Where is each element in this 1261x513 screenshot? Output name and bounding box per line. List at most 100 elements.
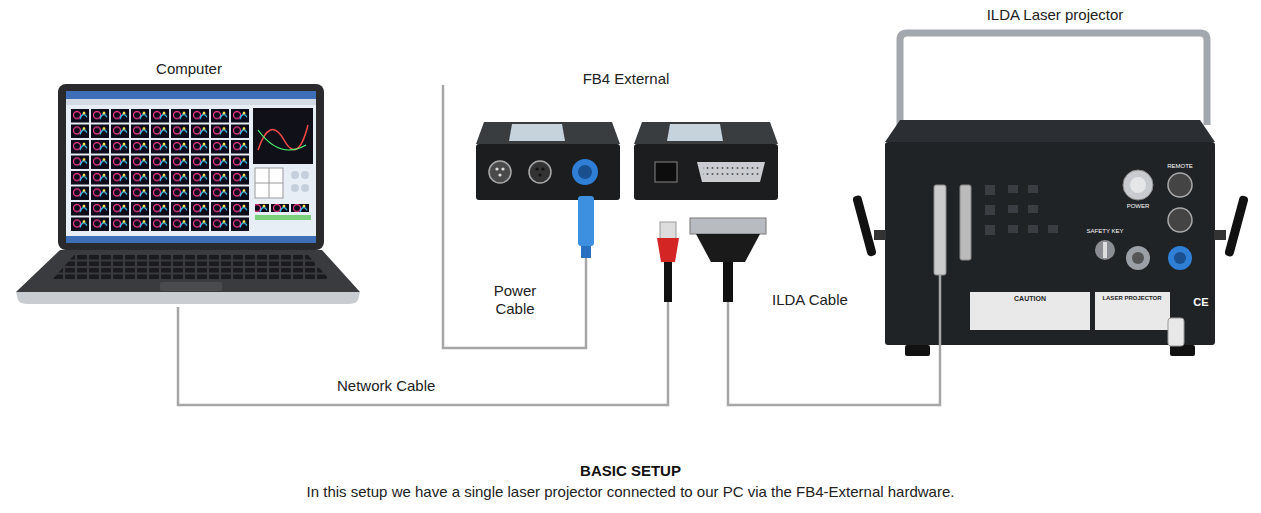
cable-connector bbox=[178, 302, 668, 405]
laser-projector-part bbox=[900, 33, 1207, 125]
laser-projector bbox=[852, 33, 1249, 360]
laptop-part bbox=[301, 171, 309, 179]
laptop bbox=[16, 84, 360, 304]
fb4-box-power-part bbox=[489, 161, 511, 183]
laptop-part bbox=[16, 250, 360, 292]
panel-label: REMOTE bbox=[1162, 163, 1198, 170]
laser-projector-part bbox=[874, 230, 886, 240]
laptop-part bbox=[16, 292, 360, 304]
cable-label: Network Cable bbox=[335, 377, 437, 395]
fb4-box-network-part bbox=[690, 218, 766, 234]
laser-projector-part bbox=[985, 225, 995, 235]
fb4-box-power-part bbox=[578, 196, 594, 246]
laser-projector-part bbox=[1028, 185, 1038, 193]
laptop-part bbox=[70, 108, 250, 232]
fb4-box-power-part bbox=[476, 144, 620, 200]
laser-projector-part bbox=[1168, 208, 1192, 232]
laptop-part bbox=[66, 91, 316, 99]
fb4-box-network bbox=[634, 122, 778, 302]
laptop-part bbox=[66, 99, 316, 105]
diagram-title: BASIC SETUP bbox=[0, 462, 1261, 480]
laptop-part bbox=[291, 184, 299, 192]
laptop-part bbox=[58, 84, 324, 250]
laser-projector-part bbox=[1028, 225, 1038, 233]
laser-projector-part bbox=[905, 345, 930, 356]
panel-label: POWER bbox=[1121, 203, 1155, 210]
laptop-part bbox=[291, 171, 299, 179]
laser-projector-part bbox=[1008, 185, 1018, 193]
laser-projector-part bbox=[1168, 246, 1192, 270]
fb4-box-power-part bbox=[572, 159, 598, 185]
fb4-box-power-part bbox=[498, 173, 501, 176]
fb4-box-power-part bbox=[501, 167, 504, 170]
fb4-box-power-part bbox=[495, 167, 498, 170]
diagram-caption: In this setup we have a single laser pro… bbox=[0, 483, 1261, 501]
laser-projector-part bbox=[939, 275, 942, 360]
laptop-part bbox=[66, 91, 316, 243]
laptop-part bbox=[160, 282, 222, 291]
laser-projector-part bbox=[985, 185, 995, 195]
fb4-box-network-part bbox=[660, 222, 676, 240]
ce-mark: CE bbox=[1190, 296, 1212, 308]
warning-label: CAUTION bbox=[1000, 295, 1060, 303]
laser-projector-part bbox=[1214, 230, 1226, 240]
laser-projector-part bbox=[1028, 205, 1038, 213]
fb4-box-power-part bbox=[535, 167, 538, 170]
laptop-part bbox=[255, 183, 283, 184]
laptop-part bbox=[301, 184, 309, 192]
laptop-part bbox=[255, 215, 311, 220]
laptop-part bbox=[255, 204, 311, 212]
laser-projector-part bbox=[934, 185, 946, 275]
rating-label: LASER PROJECTOR bbox=[1097, 295, 1167, 302]
fb4-box-network-part bbox=[657, 238, 679, 262]
laser-projector-part bbox=[985, 205, 995, 215]
fb4-box-power-part bbox=[538, 173, 541, 176]
panel-label: SAFETY KEY bbox=[1080, 228, 1130, 235]
fb4-box-power bbox=[476, 122, 620, 258]
laser-projector-part bbox=[1048, 225, 1058, 233]
interface-node: FB4 External bbox=[470, 70, 782, 302]
fb4-box-network-part bbox=[723, 262, 733, 302]
fb4-box-network-part bbox=[634, 122, 778, 144]
laptop-part bbox=[66, 236, 316, 243]
fb4-box-power-part bbox=[529, 161, 551, 183]
laser-projector-part bbox=[885, 120, 1215, 142]
laser-projector-part bbox=[1168, 318, 1184, 346]
cable-connector bbox=[728, 302, 940, 405]
fb4-box-power-part bbox=[476, 122, 620, 144]
fb4-box-power-part bbox=[578, 165, 592, 179]
laser-projector-part bbox=[1095, 292, 1170, 330]
node-label: FB4 External bbox=[470, 70, 782, 88]
laser-projector-part bbox=[960, 185, 971, 260]
laser-projector-part bbox=[1174, 252, 1186, 264]
node-label: Computer bbox=[18, 60, 360, 78]
cable-label: Power Cable bbox=[483, 282, 547, 318]
laser-projector-part bbox=[1103, 242, 1107, 258]
laser-projector-part bbox=[1095, 240, 1115, 260]
laptop-part bbox=[52, 254, 330, 280]
laser-projector-part bbox=[885, 142, 1215, 345]
laptop-part bbox=[255, 168, 283, 198]
fb4-box-network-part bbox=[634, 144, 778, 200]
laptop-part bbox=[253, 108, 313, 164]
laser-projector-part bbox=[1168, 173, 1192, 197]
fb4-box-network-part bbox=[655, 162, 677, 182]
fb4-box-network-part bbox=[697, 162, 765, 182]
laser-projector-part bbox=[1132, 252, 1144, 264]
fb4-box-network-part bbox=[667, 124, 723, 141]
cable-label: ILDA Cable bbox=[770, 291, 850, 309]
laser-projector-part bbox=[1126, 246, 1150, 270]
laptop-part bbox=[258, 125, 308, 150]
laser-projector-part bbox=[1130, 177, 1146, 193]
laser-projector-part bbox=[970, 292, 1090, 330]
laser-projector-part bbox=[1008, 205, 1018, 213]
laser-projector-part bbox=[1123, 170, 1153, 200]
laser-projector-part bbox=[852, 195, 877, 257]
fb4-box-network-part bbox=[696, 234, 760, 262]
fb4-box-network-part bbox=[703, 165, 759, 179]
laser-projector-part bbox=[1224, 195, 1249, 257]
laptop-part bbox=[258, 130, 306, 150]
computer-node: Computer bbox=[18, 60, 360, 307]
fb4-box-power-part bbox=[509, 124, 565, 141]
